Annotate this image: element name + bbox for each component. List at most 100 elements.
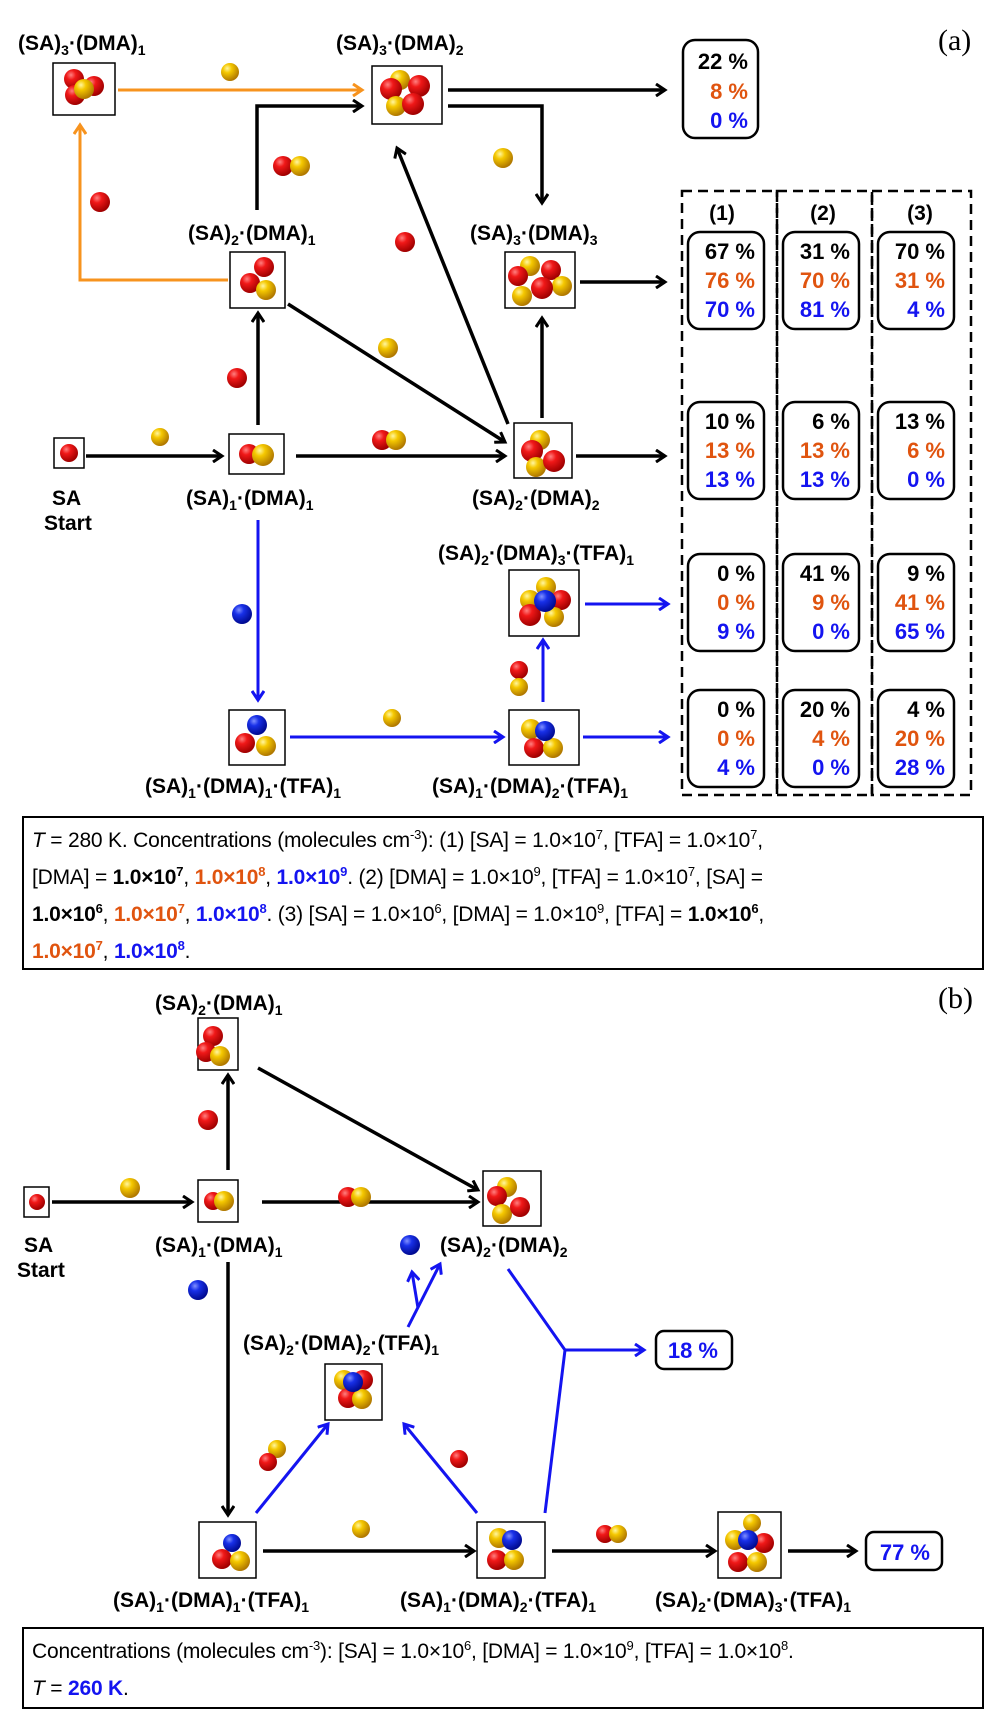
dma-sphere-icon <box>352 1389 372 1409</box>
caption-exponent: 9 <box>340 864 348 879</box>
caption-text: , [SA] = <box>694 866 763 889</box>
condition-header-1: (1) <box>709 202 735 225</box>
caption-a-line: T = 280 K. Concentrations (molecules cm-… <box>32 827 765 963</box>
sa-sphere-icon <box>273 156 293 176</box>
outflux-box-frame <box>876 230 956 331</box>
tfa-sphere-icon <box>188 1280 208 1300</box>
caption-value: 1.0×10 <box>113 940 178 963</box>
tfa-sphere-icon <box>247 715 267 735</box>
value-blue: 1.0×108 <box>113 939 185 963</box>
caption-text: [DMA] = <box>32 866 113 889</box>
sa-sphere-icon <box>551 590 571 610</box>
sa-sphere-icon <box>596 1525 614 1543</box>
label-sa1dma1: (SA)1·(DMA)1 <box>186 487 314 513</box>
start-label-b-start: Start <box>17 1259 65 1282</box>
caption-exponent: 8 <box>259 901 267 916</box>
arrow-b-tfa-release <box>412 1272 418 1309</box>
dma-sphere-icon <box>386 96 406 116</box>
caption-text: , [DMA] = 1.0×10 <box>470 1640 627 1663</box>
outflux-box-frame <box>781 400 861 501</box>
caption-value: 1.0×10 <box>194 866 259 889</box>
sa-sphere-icon <box>90 192 110 212</box>
tfa-sphere-icon <box>223 1534 241 1552</box>
dma-sphere-icon <box>74 79 94 99</box>
outflux-value: 0 % <box>812 755 850 780</box>
caption-exponent: -3 <box>308 1638 321 1653</box>
label-b-sa2dma1: (SA)2·(DMA)1 <box>155 992 283 1018</box>
caption-text: ): (1) [SA] = 1.0×10 <box>421 829 596 852</box>
sa-sphere-icon <box>521 440 543 462</box>
outflux-box-frame <box>686 400 766 501</box>
label-sa2dma2: (SA)2·(DMA)2 <box>472 487 600 513</box>
dma-sphere-icon <box>743 1514 761 1532</box>
outflux-value: 6 % <box>907 438 945 463</box>
outflux-value: 31 % <box>895 268 945 293</box>
outflux-box-frame <box>876 552 956 653</box>
tfa-sphere-icon <box>534 590 556 612</box>
dma-sphere-icon <box>268 1440 286 1458</box>
dma-sphere-icon <box>256 736 276 756</box>
start-label-start: Start <box>44 512 92 535</box>
outflux-box-top-frame <box>681 38 760 140</box>
caption-exponent: 7 <box>595 827 603 842</box>
dma-sphere-icon <box>504 1550 524 1570</box>
caption-exponent: 9 <box>596 901 604 916</box>
dma-sphere-icon <box>510 678 528 696</box>
outflux-box-frame <box>781 552 861 653</box>
arrow-sa2dma1-to-sa2dma2 <box>287 302 505 442</box>
outflux-value: 9 % <box>812 590 850 615</box>
outflux-value: 9 % <box>907 561 945 586</box>
sa-sphere-icon <box>487 1186 507 1206</box>
dma-sphere-icon <box>210 1046 230 1066</box>
sa-sphere-icon <box>543 450 565 472</box>
arrow-b-sa2dma2tfa1-to-sa2dma2 <box>406 1264 440 1328</box>
value-black: 1.0×107 <box>113 865 184 889</box>
sa-sphere-icon <box>510 661 528 679</box>
sa-sphere-icon <box>450 1450 468 1468</box>
caption-text: , [TFA] = 1.0×10 <box>633 1640 782 1663</box>
dma-sphere-icon <box>526 457 546 477</box>
sa-sphere-icon <box>395 232 415 252</box>
outflux-table: 67 %76 %70 %31 %70 %81 %70 %31 %4 %10 %1… <box>686 230 956 789</box>
condition-header-2: (2) <box>810 202 836 225</box>
value-black: 1.0×106 <box>688 902 759 926</box>
dma-sphere-icon <box>120 1178 140 1198</box>
caption-exponent: 7 <box>177 901 185 916</box>
label-b-sa2dma2tfa1: (SA)2·(DMA)2·(TFA)1 <box>243 1332 439 1358</box>
outflux-value: 81 % <box>800 297 850 322</box>
outflux-value: 13 % <box>705 438 755 463</box>
label-b-sa2dma2: (SA)2·(DMA)2 <box>440 1234 568 1260</box>
tfa-sphere-icon <box>400 1235 420 1255</box>
outflux-value: 13 % <box>800 467 850 492</box>
outflux-box-frame <box>876 688 956 789</box>
caption-exponent: 8 <box>780 1638 788 1653</box>
outflux-value: 10 % <box>705 409 755 434</box>
caption-value: 1.0×10 <box>32 903 96 926</box>
condition-column-1 <box>680 189 779 797</box>
sa-sphere-icon <box>402 93 424 115</box>
cluster-box-sa1dma1 <box>228 433 285 475</box>
arrow-sa2dma2-to-sa3dma2 <box>397 148 510 425</box>
cluster-box-sa3dma1 <box>52 62 116 116</box>
sa-sphere-icon <box>541 260 561 280</box>
value-orange: 1.0×107 <box>114 901 185 926</box>
outflux-value: 70 % <box>800 268 850 293</box>
label-sa3dma3: (SA)3·(DMA)3 <box>470 222 598 248</box>
condition-header-3: (3) <box>907 202 933 225</box>
caption-text: . (2) [DMA] = 1.0×10 <box>347 866 534 889</box>
caption-exponent: 9 <box>533 864 541 879</box>
caption-exponent: 8 <box>258 864 266 879</box>
panel-a-arrows <box>80 90 668 737</box>
outflux-box-b-18: 18 % <box>654 1329 734 1371</box>
arrow-b-sa1dma1tfa1-to-sa2dma2tfa1 <box>254 1424 328 1514</box>
tfa-sphere-icon <box>232 604 252 624</box>
outflux-top-black: 22 % <box>698 49 748 74</box>
outflux-value: 76 % <box>705 268 755 293</box>
sa-sphere-icon <box>508 266 528 286</box>
sa-sphere-icon <box>254 257 274 277</box>
outflux-box-frame <box>686 230 766 331</box>
outflux-b-77-value: 77 % <box>880 1540 930 1565</box>
caption-text: , <box>757 829 763 852</box>
dma-sphere-icon <box>492 1204 512 1224</box>
panel-b-molecule-models <box>29 1026 774 1572</box>
